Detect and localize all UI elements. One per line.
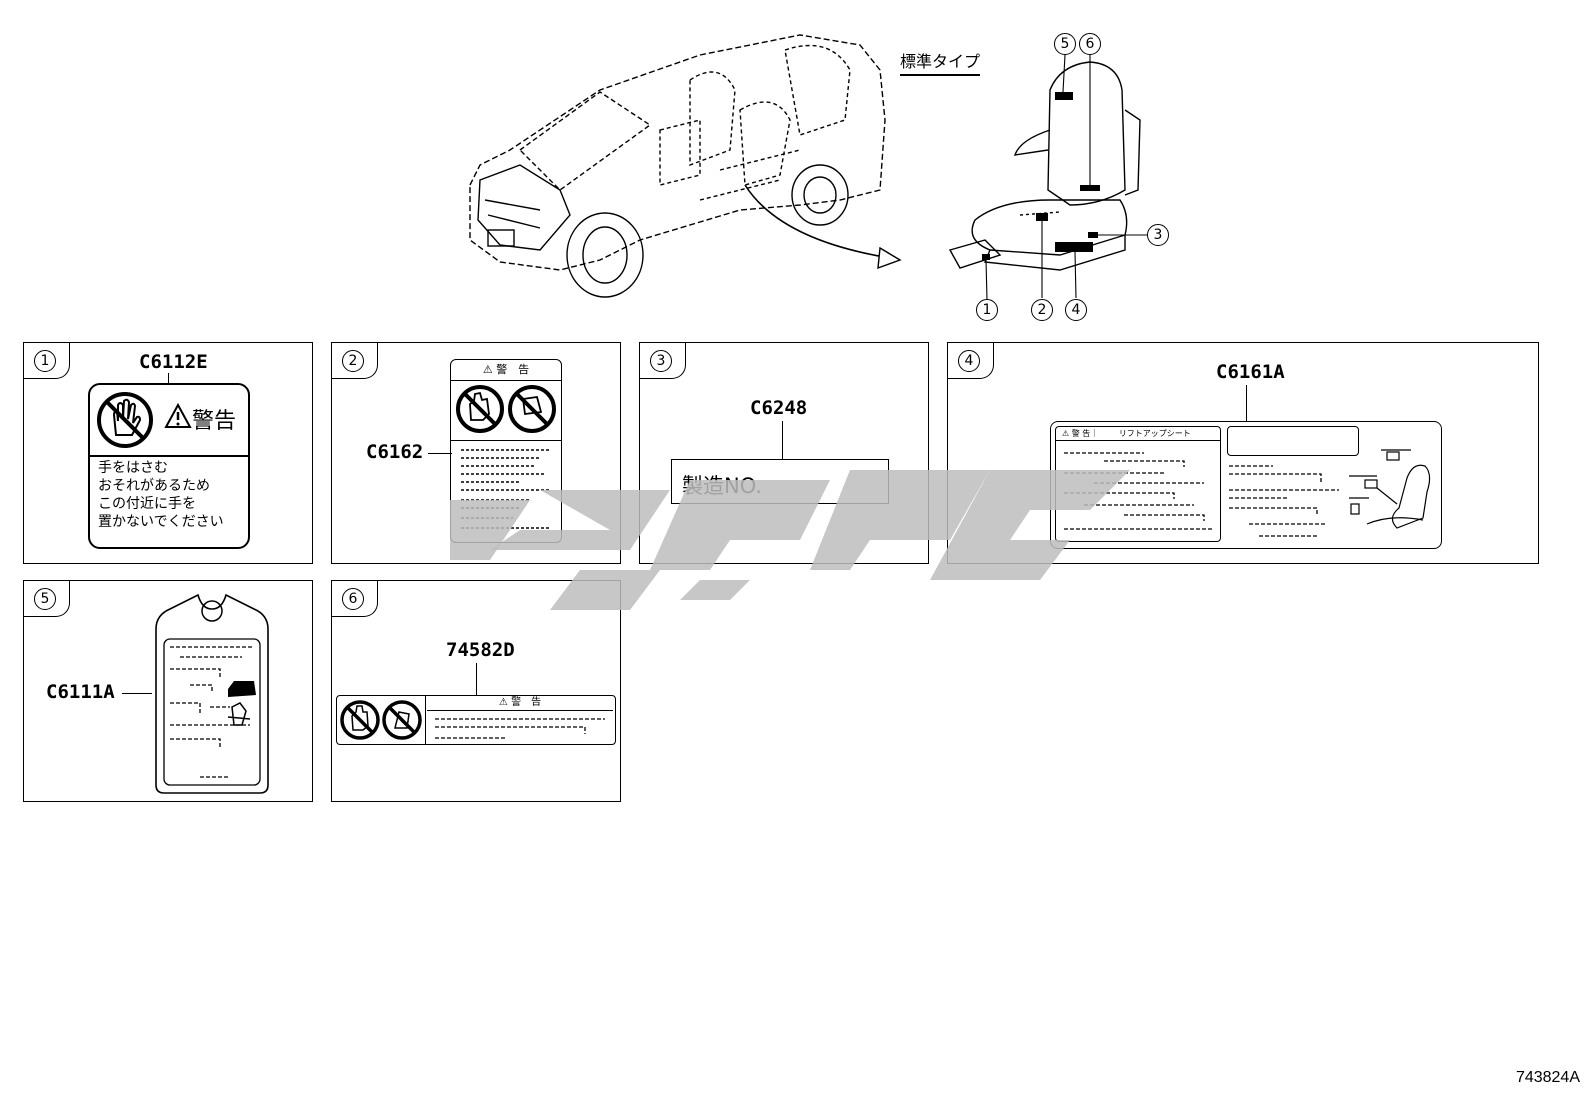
warning-line-2: おそれがあるため xyxy=(98,478,210,494)
label-divider xyxy=(451,440,561,442)
pointer-arrow xyxy=(744,184,891,259)
warning-word: 警告 xyxy=(192,409,237,434)
panel-tab: 2 xyxy=(332,343,378,379)
panel-2: 2 C6162 ⚠ 警 告 xyxy=(331,342,621,564)
part-code: C6161A xyxy=(1216,361,1285,383)
warning-label-c6112e: 警告 手をはさむ おそれがあるため この付近に手を 置かないでください xyxy=(88,383,250,549)
vehicle-overview-illustration xyxy=(469,34,1147,301)
leader-line xyxy=(476,663,478,695)
warning-text: 手をはさむ おそれがあるため この付近に手を 置かないでください xyxy=(98,459,224,531)
callout-2: 2 xyxy=(1031,299,1053,321)
leader-line xyxy=(122,693,152,695)
panel-number: 1 xyxy=(34,350,56,372)
panel-5: 5 C6111A xyxy=(23,580,313,802)
text-placeholder-lines-right xyxy=(1229,465,1339,537)
panel-tab: 1 xyxy=(24,343,70,379)
callout-1: 1 xyxy=(976,299,998,321)
van-body xyxy=(469,34,886,271)
warning-line-3: この付近に手を xyxy=(98,496,196,512)
icons-row xyxy=(455,384,557,438)
label-divider xyxy=(425,696,427,744)
warning-triangle-icon: ⚠ xyxy=(482,363,493,376)
part-code: C6248 xyxy=(750,397,808,419)
warning-triangle-icon: ⚠ xyxy=(1062,429,1070,438)
seat-label-6-mark xyxy=(1080,185,1100,191)
leader-line xyxy=(168,373,169,385)
callout-3: 3 xyxy=(1147,224,1169,246)
warning-line-1: 手をはさむ xyxy=(98,460,168,476)
part-code: C6111A xyxy=(46,681,115,703)
part-code: C6162 xyxy=(366,441,424,463)
seat-label-2-mark xyxy=(1036,213,1048,221)
warning-header: ⚠ 警 告 xyxy=(427,696,613,711)
panel-tab: 3 xyxy=(640,343,686,379)
part-code: C6112E xyxy=(139,351,208,373)
panel-number: 4 xyxy=(958,350,980,372)
label-right-box xyxy=(1227,426,1359,456)
panel-1: 1 C6112E 警告 手をはさむ おそれがあるため この付近に手を 置かないで… xyxy=(23,342,313,564)
header-title: リフトアップシート xyxy=(1118,429,1191,438)
warning-header: ⚠ 警 告 xyxy=(451,360,561,381)
warning-line-4: 置かないでください xyxy=(98,514,224,530)
person-pictogram xyxy=(227,702,251,726)
leader-line xyxy=(428,453,452,455)
leader-line xyxy=(782,421,784,459)
panel-number: 6 xyxy=(342,588,364,610)
standard-type-label: 標準タイプ xyxy=(900,48,981,76)
warning-triangle-icon xyxy=(164,402,192,433)
callout-4: 4 xyxy=(1065,299,1087,321)
label-divider xyxy=(90,455,248,457)
seat-label-4-mark xyxy=(1055,242,1093,252)
label-header: ⚠ 警 告｜ リフトアップシート xyxy=(1056,427,1220,441)
panel-number: 5 xyxy=(34,588,56,610)
seat-diagram-icon xyxy=(1349,449,1431,529)
seat-label-1-mark xyxy=(982,254,990,260)
panel-tab: 6 xyxy=(332,581,378,617)
seat-label-5-mark xyxy=(1055,92,1073,100)
hand-prohibited-icon xyxy=(96,391,154,453)
part-code: 74582D xyxy=(446,639,515,661)
vehicle-pictogram xyxy=(228,681,256,697)
warning-header-text: 警 告 xyxy=(511,697,542,708)
warning-label-c6162: ⚠ 警 告 xyxy=(450,359,562,543)
prohibition-icons xyxy=(340,700,422,740)
panel-number: 2 xyxy=(342,350,364,372)
seat-backrest xyxy=(1047,61,1126,206)
warning-label-74582d: ⚠ 警 告 xyxy=(336,695,616,745)
panel-6: 6 74582D ⚠ 警 告 xyxy=(331,580,621,802)
seat-label-3-mark xyxy=(1088,232,1098,238)
callout-6: 6 xyxy=(1079,33,1101,55)
warning-triangle-icon: ⚠ xyxy=(498,697,508,708)
header-warning: 警 告 xyxy=(1071,429,1091,438)
leader-line xyxy=(1246,385,1248,421)
seat-cushion xyxy=(971,199,1128,256)
panel-number: 3 xyxy=(650,350,672,372)
text-placeholder-lines xyxy=(435,718,605,739)
warning-header-text: 警 告 xyxy=(496,363,530,376)
document-number: 743824A xyxy=(1515,1069,1580,1086)
watermark-logo xyxy=(450,470,1130,610)
panel-4: 4 C6161A ⚠ 警 告｜ リフトアップシート xyxy=(947,342,1539,564)
callout-5: 5 xyxy=(1054,33,1076,55)
panel-tab: 5 xyxy=(24,581,70,617)
hang-tag-c6111a xyxy=(155,593,269,794)
panel-tab: 4 xyxy=(948,343,994,379)
